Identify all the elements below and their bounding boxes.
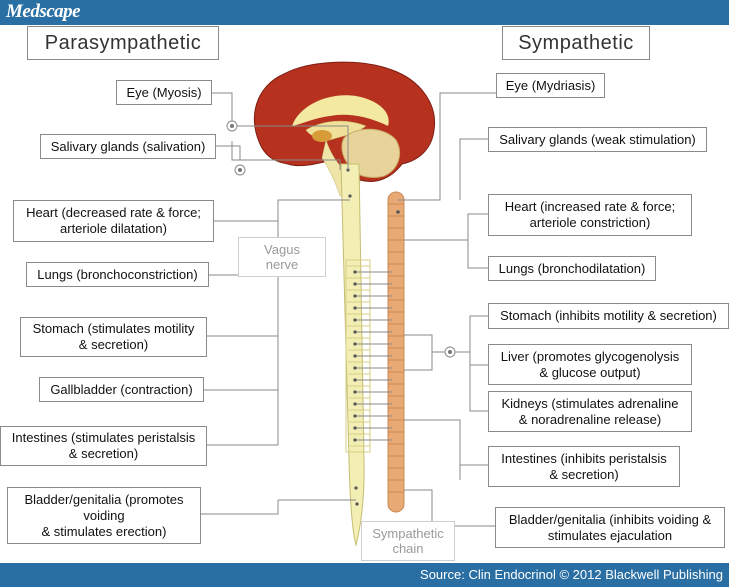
symp-kidneys-box: Kidneys (stimulates adrenaline & noradre… [488,391,692,432]
spine-chain-connectors [356,271,392,441]
sympathetic-connectors [398,92,496,527]
symp-intestines-box: Intestines (inhibits peristalsis & secre… [488,446,680,487]
sympathetic-ganglion [444,346,456,358]
para-salivary-box: Salivary glands (salivation) [40,134,216,159]
para-intestines-box: Intestines (stimulates peristalsis & sec… [0,426,207,466]
symp-salivary-box: Salivary glands (weak stimulation) [488,127,707,152]
sympathetic-chain-label: Sympathetic chain [361,521,455,561]
source-credit: Source: Clin Endocrinol © 2012 Blackwell… [420,567,723,582]
para-eye-box: Eye (Myosis) [116,80,212,105]
sympathetic-heading: Sympathetic [502,26,650,60]
spine-dots [346,168,400,506]
symp-stomach-box: Stomach (inhibits motility & secretion) [488,303,729,329]
para-lungs-box: Lungs (bronchoconstriction) [26,262,209,287]
source-footer: Source: Clin Endocrinol © 2012 Blackwell… [0,563,729,587]
parasympathetic-ganglia [226,120,246,176]
symp-bladder-box: Bladder/genitalia (inhibits voiding & st… [495,507,725,548]
para-stomach-box: Stomach (stimulates motility & secretion… [20,317,207,357]
medscape-logo: Medscape [6,1,81,22]
vagus-nerve-label: Vagus nerve [238,237,326,277]
parasympathetic-heading: Parasympathetic [27,26,219,60]
para-heart-box: Heart (decreased rate & force; arteriole… [13,200,214,242]
symp-heart-box: Heart (increased rate & force; arteriole… [488,194,692,236]
chain-ganglia [388,203,404,493]
symp-lungs-box: Lungs (bronchodilatation) [488,256,656,281]
symp-eye-box: Eye (Mydriasis) [496,73,605,98]
para-bladder-box: Bladder/genitalia (promotes voiding & st… [7,487,201,544]
para-gallbladder-box: Gallbladder (contraction) [39,377,204,402]
top-banner: Medscape [0,0,729,25]
symp-liver-box: Liver (promotes glycogenolysis & glucose… [488,344,692,385]
spinal-cord [340,163,365,547]
